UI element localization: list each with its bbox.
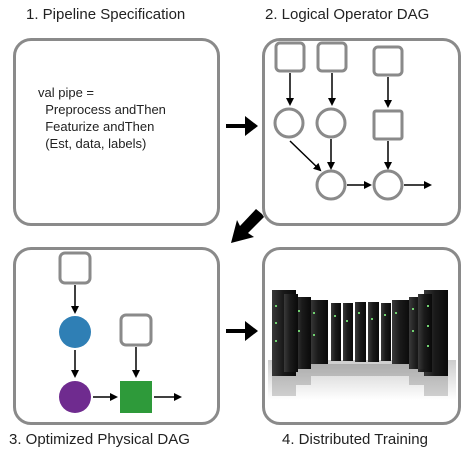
physical-blue-node [59,316,91,348]
logical-circle-4 [372,169,404,201]
code-line-2: Preprocess andThen [38,102,166,117]
server-racks-image [268,290,456,400]
code-line-1: val pipe = [38,85,95,100]
arrow-step2-to-step3 [231,209,264,243]
step4-title: 4. Distributed Training [282,431,428,448]
code-line-4: (Est, data, labels) [38,136,147,151]
physical-purple-node [59,381,91,413]
code-line-3: Featurize andThen [38,119,155,134]
logical-square-3 [372,45,404,77]
logical-square-2 [316,41,348,73]
step2-title: 2. Logical Operator DAG [265,6,430,23]
step3-title: 3. Optimized Physical DAG [9,431,190,448]
physical-green-node [120,381,152,413]
logical-circle-1 [273,107,305,139]
step1-title: 1. Pipeline Specification [26,6,186,23]
logical-circle-3 [315,169,347,201]
logical-square-1 [274,41,306,73]
arrow-step3-to-step4 [226,321,258,341]
physical-square-1 [58,251,92,285]
arrow-step1-to-step2 [226,116,258,136]
logical-square-4 [372,109,404,141]
logical-circle-2 [315,107,347,139]
pipeline-spec-panel [13,38,220,226]
code-block: val pipe = Preprocess andThen Featurize … [38,84,166,152]
physical-square-2 [119,313,153,347]
